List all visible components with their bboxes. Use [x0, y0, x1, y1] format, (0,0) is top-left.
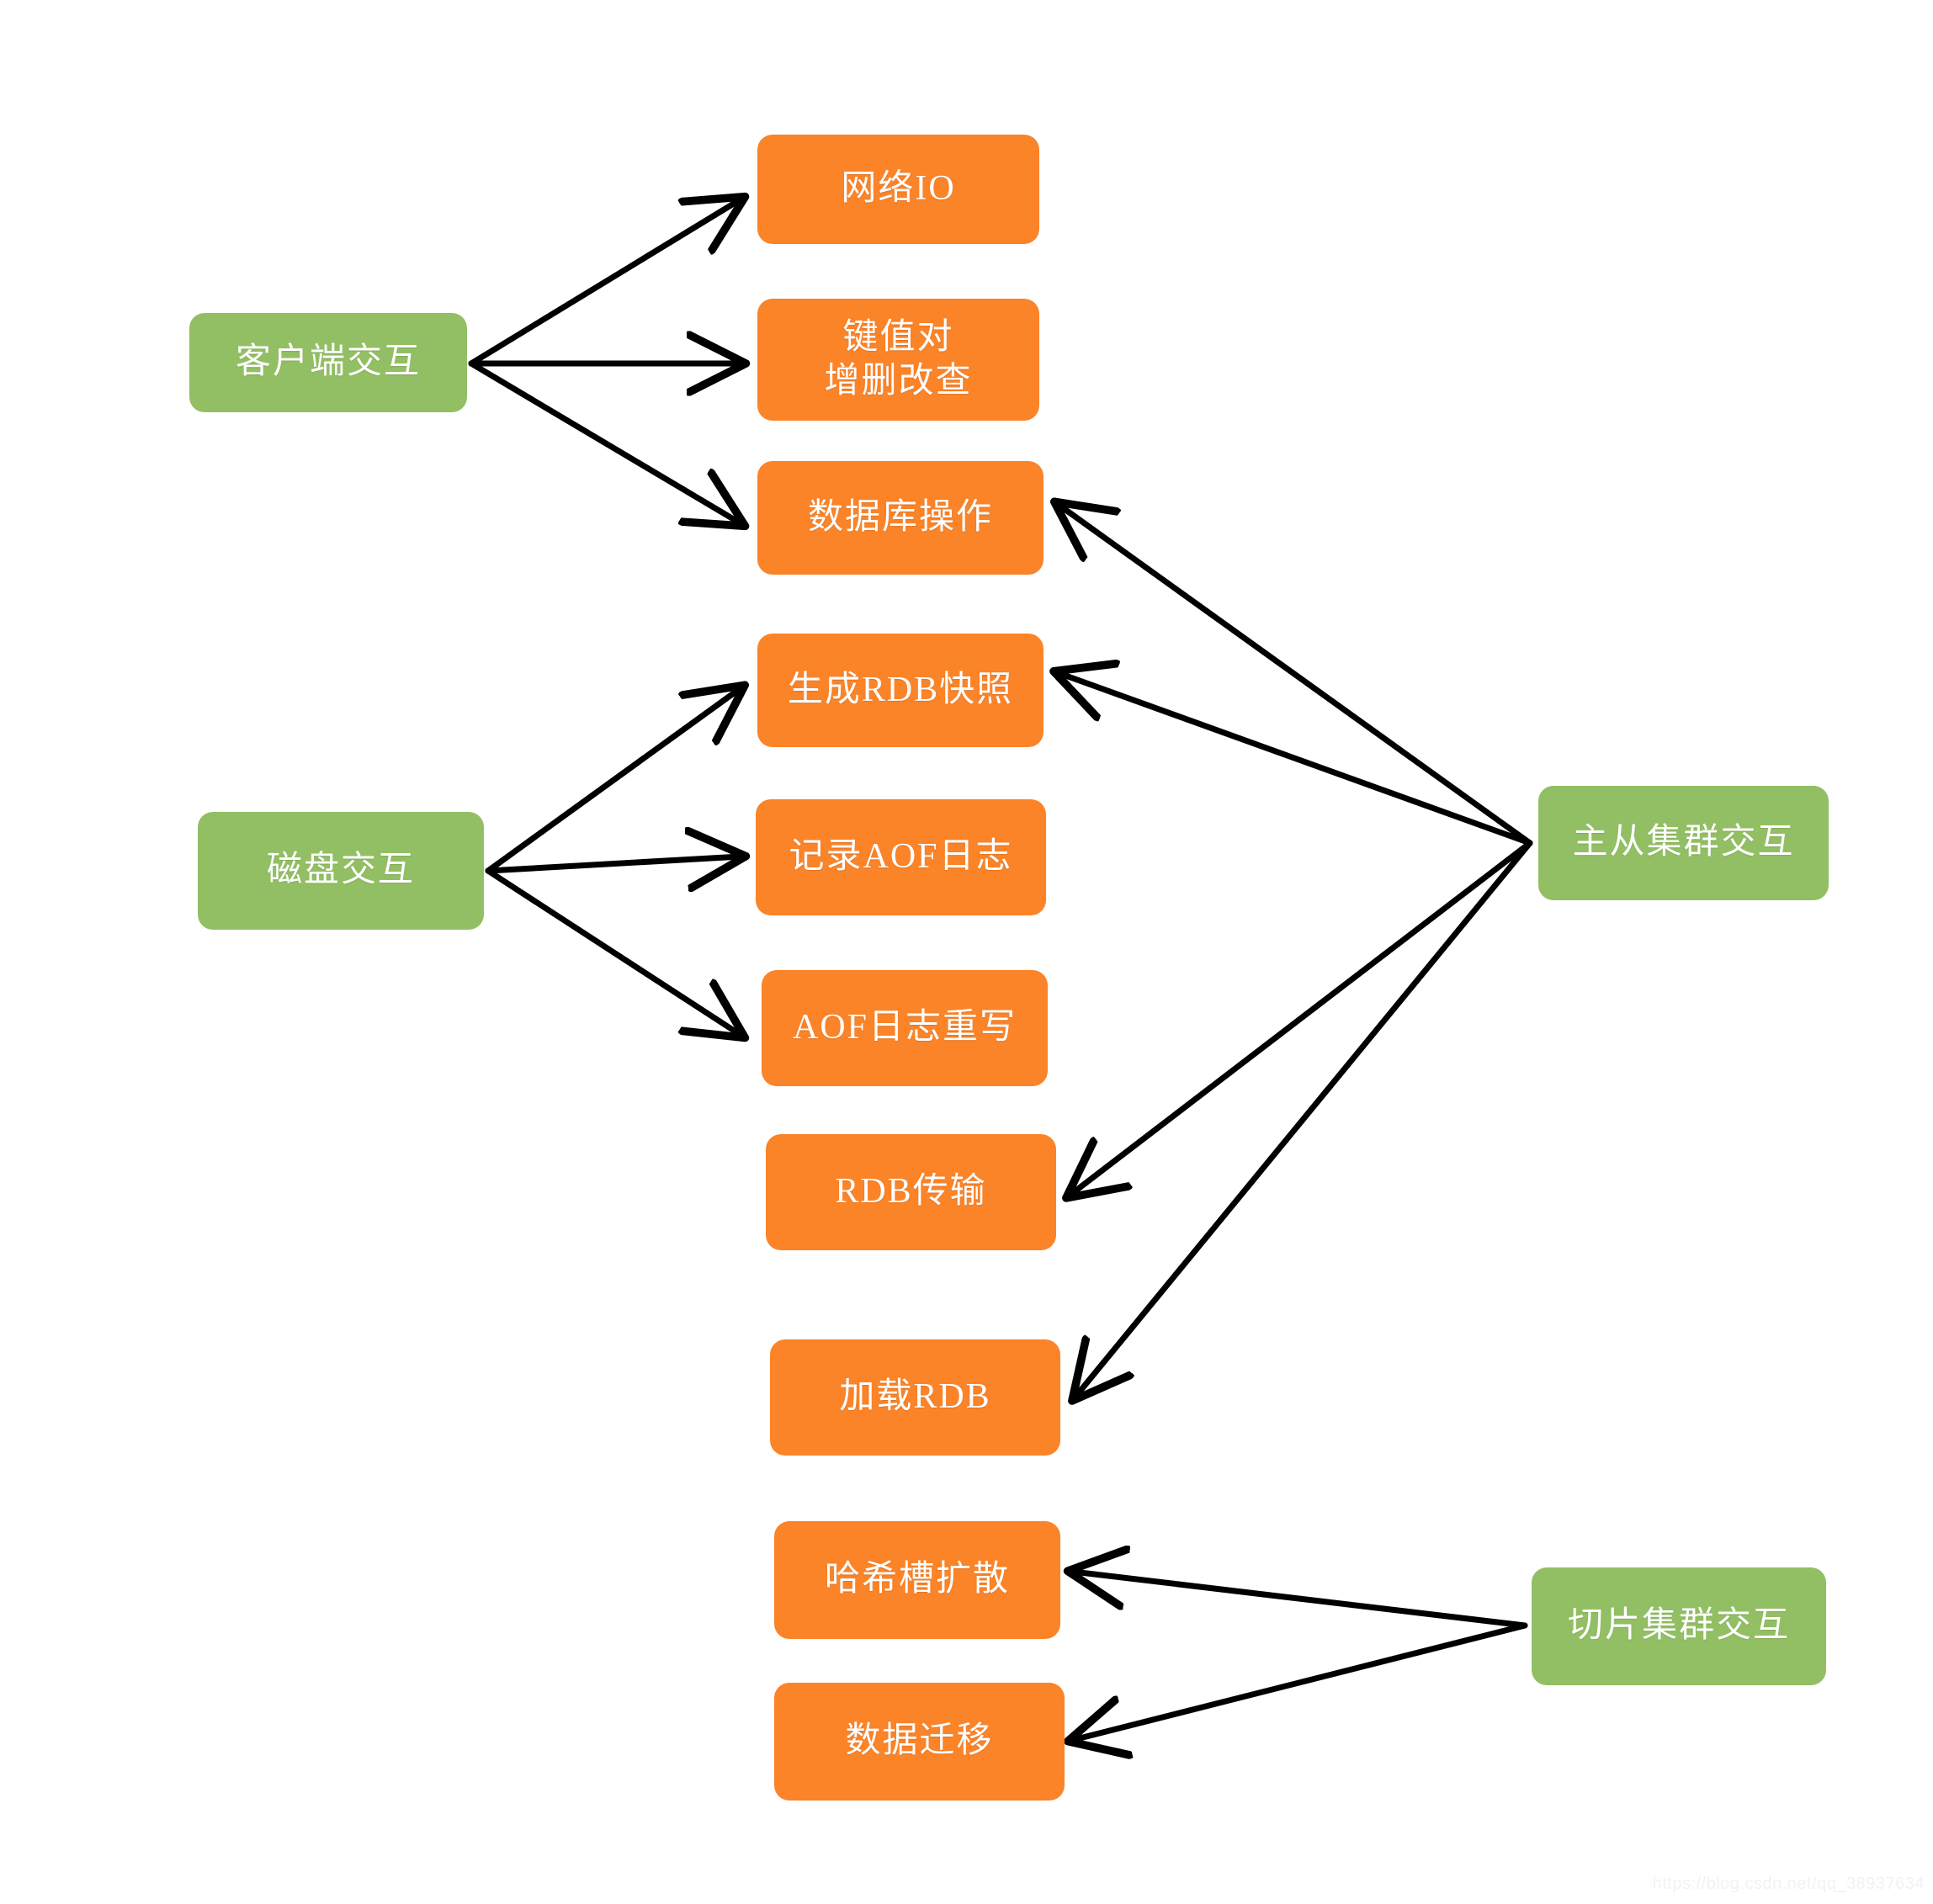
node-disk[interactable]: 磁盘交互	[198, 812, 484, 930]
node-label-client: 客户端交互	[235, 342, 421, 382]
edge-client-to-dbop	[468, 360, 741, 523]
node-dbop[interactable]: 数据库操作	[757, 461, 1044, 575]
node-label-kvcrud: 键值对 增删改查	[824, 318, 973, 400]
node-label-dbop: 数据库操作	[807, 497, 993, 537]
node-label-datamigrate: 数据迁移	[845, 1721, 994, 1761]
node-label-aoflog: 记录AOF日志	[789, 837, 1013, 877]
edge-master-to-dbop	[1059, 505, 1533, 846]
edge-shard-to-datamigrate	[1073, 1622, 1528, 1740]
node-rdbsnap[interactable]: 生成RDB快照	[757, 634, 1044, 747]
node-datamigrate[interactable]: 数据迁移	[774, 1683, 1065, 1801]
node-client[interactable]: 客户端交互	[189, 313, 467, 412]
node-label-master: 主从集群交互	[1572, 823, 1795, 862]
edge-master-to-rdbsnap	[1059, 673, 1533, 846]
node-label-shard: 切片集群交互	[1567, 1606, 1790, 1646]
node-label-disk: 磁盘交互	[266, 851, 415, 890]
node-rdbtrans[interactable]: RDB传输	[766, 1134, 1056, 1250]
edge-disk-to-aofrewrite	[485, 867, 741, 1035]
node-label-aofrewrite: AOF日志重写	[792, 1008, 1017, 1047]
node-label-rdbsnap: 生成RDB快照	[787, 670, 1014, 709]
edges	[468, 199, 1533, 1740]
node-label-rdbtrans: RDB传输	[835, 1172, 987, 1212]
watermark-text: https://blog.csdn.net/qq_38937634	[1652, 1875, 1925, 1893]
node-aoflog[interactable]: 记录AOF日志	[756, 799, 1046, 915]
node-label-loadrdb: 加载RDB	[839, 1377, 991, 1417]
edge-master-to-rdbtrans	[1070, 840, 1533, 1195]
edge-disk-to-rdbsnap	[485, 688, 741, 874]
edge-client-to-netio	[468, 199, 741, 367]
node-label-netio: 网络IO	[841, 169, 956, 209]
node-label-hashslot: 哈希槽扩散	[824, 1560, 1010, 1599]
node-netio[interactable]: 网络IO	[757, 135, 1039, 244]
node-master[interactable]: 主从集群交互	[1538, 786, 1829, 900]
node-hashslot[interactable]: 哈希槽扩散	[774, 1521, 1060, 1639]
node-loadrdb[interactable]: 加载RDB	[770, 1339, 1060, 1456]
edge-disk-to-aoflog	[485, 857, 741, 871]
node-shard[interactable]: 切片集群交互	[1532, 1567, 1826, 1685]
edge-master-to-loadrdb	[1075, 840, 1533, 1397]
edge-shard-to-hashslot	[1073, 1572, 1528, 1629]
node-kvcrud[interactable]: 键值对 增删改查	[757, 299, 1039, 421]
node-aofrewrite[interactable]: AOF日志重写	[762, 970, 1048, 1086]
